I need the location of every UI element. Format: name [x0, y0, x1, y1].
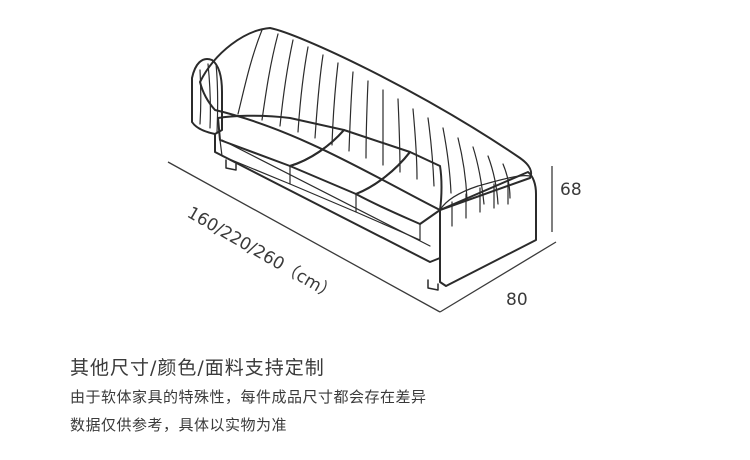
- disclaimer-line-2: 数据仅供参考，具体以实物为准: [70, 416, 288, 434]
- seat-cushion-right: [355, 151, 443, 225]
- sofa-leg-left: [225, 159, 237, 171]
- seat-cushion-left: [217, 114, 345, 167]
- disclaimer-line-1: 由于软体家具的特殊性，每件成品尺寸都会存在差异: [70, 388, 427, 406]
- left-arm-channels: [199, 63, 219, 133]
- depth-dimension-label: 80: [506, 290, 528, 310]
- length-dimension-line: [167, 161, 441, 313]
- sofa-backrest: [199, 27, 533, 211]
- right-arm-channels: [451, 179, 509, 227]
- sofa-left-arm: [191, 58, 223, 135]
- depth-dimension-line: [439, 241, 557, 313]
- sofa-drawing: [191, 27, 537, 291]
- sofa-base: [214, 133, 441, 263]
- seat-front-panels: [219, 139, 421, 241]
- length-dimension-label: 160/220/260（cm）: [184, 203, 340, 305]
- right-arm-top: [439, 175, 531, 211]
- sofa-base-inner: [221, 139, 431, 247]
- sofa-leg-right: [427, 279, 439, 291]
- sofa-right-arm: [439, 171, 537, 287]
- dimension-lines: [167, 161, 557, 313]
- sofa-dimension-diagram: 160/220/260（cm） 80 68: [167, 27, 582, 313]
- customization-title: 其他尺寸/颜色/面料支持定制: [70, 357, 325, 379]
- height-dimension-label: 68: [560, 180, 582, 200]
